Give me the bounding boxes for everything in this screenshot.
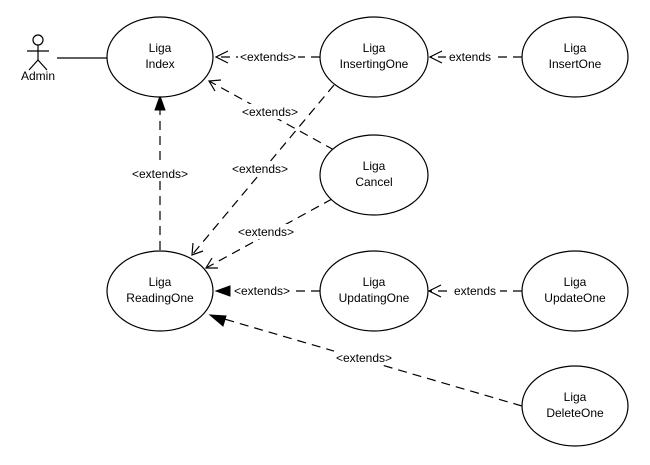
relation-label: <extends>	[132, 167, 188, 181]
relation-label: extends	[449, 50, 491, 64]
relation-label: <extends>	[238, 225, 294, 239]
use-case-line1: Liga	[363, 41, 386, 55]
use-case-line2: InsertOne	[549, 57, 602, 71]
relation-label: <extends>	[232, 162, 288, 176]
use-case-update-one[interactable]: Liga UpdateOne	[521, 250, 629, 332]
use-case-line2: InsertingOne	[340, 57, 409, 71]
relation-insertone-inserting[interactable]: extends	[428, 49, 522, 64]
actor-right-leg	[37, 59, 48, 71]
use-case-line1: Liga	[564, 41, 587, 55]
relation-label: extends	[454, 284, 496, 298]
admin-actor[interactable]: Admin	[21, 34, 55, 83]
relation-label: <extends>	[336, 351, 392, 365]
relation-updating-reading[interactable]: <extends>	[214, 283, 320, 298]
relation-cancel-reading[interactable]: <extends>	[204, 198, 333, 269]
use-case-line2: Index	[145, 57, 174, 71]
relation-delete-reading[interactable]: <extends>	[208, 314, 523, 407]
use-case-line2: ReadingOne	[126, 291, 194, 305]
relation-inserting-index[interactable]: <extends>	[214, 49, 320, 64]
use-case-line2: Cancel	[355, 175, 392, 189]
use-case-line1: Liga	[564, 390, 587, 404]
use-case-cancel[interactable]: Liga Cancel	[319, 134, 429, 216]
relation-label: <extends>	[242, 105, 298, 119]
actor-head	[32, 34, 44, 46]
actor-label: Admin	[21, 69, 55, 83]
use-case-inserting-one[interactable]: Liga InsertingOne	[319, 16, 429, 98]
relation-reading-index[interactable]: <extends>	[130, 94, 190, 250]
use-case-line1: Liga	[149, 275, 172, 289]
use-case-line2: UpdateOne	[544, 291, 606, 305]
relation-updateone-updating[interactable]: extends	[427, 283, 522, 298]
relation-cancel-index[interactable]: <extends>	[207, 79, 335, 151]
use-case-line1: Liga	[363, 275, 386, 289]
use-case-delete-one[interactable]: Liga DeleteOne	[521, 365, 629, 447]
actor-left-leg	[28, 59, 39, 71]
use-case-line2: UpdatingOne	[339, 291, 410, 305]
relation-label: <extends>	[240, 50, 296, 64]
relation-inserting-reading[interactable]: <extends>	[191, 84, 335, 256]
use-case-line1: Liga	[564, 275, 587, 289]
use-case-line1: Liga	[149, 41, 172, 55]
relation-label: <extends>	[234, 284, 290, 298]
use-case-reading-one[interactable]: Liga ReadingOne	[106, 250, 214, 332]
use-case-index[interactable]: Liga Index	[106, 16, 214, 98]
use-case-updating-one[interactable]: Liga UpdatingOne	[319, 250, 429, 332]
use-case-line1: Liga	[363, 159, 386, 173]
use-case-line2: DeleteOne	[546, 406, 604, 420]
use-case-insert-one[interactable]: Liga InsertOne	[521, 16, 629, 98]
